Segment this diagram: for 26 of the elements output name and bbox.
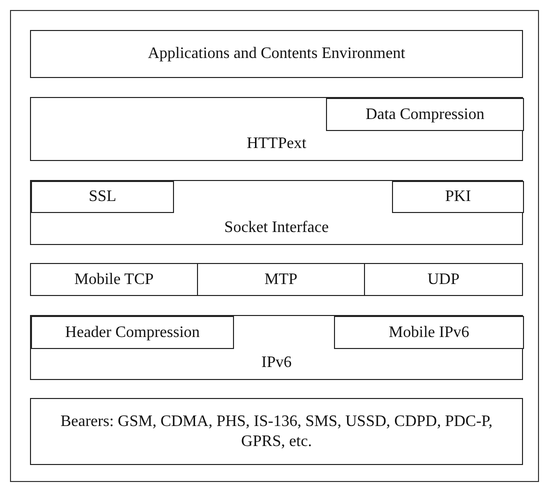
layer-band — [30, 180, 523, 245]
layer-label: Socket Interface — [223, 218, 330, 238]
layer-label: MTP — [264, 270, 298, 290]
layer-band — [30, 315, 523, 380]
layer-label: Bearers: GSM, CDMA, PHS, IS-136, SMS, USSD, CDPD, PDC-P, GPRS, etc. — [59, 412, 494, 452]
layer-label: Applications and Contents Environment — [146, 44, 406, 64]
layer-label: SSL — [88, 187, 118, 207]
layer-band — [30, 97, 523, 161]
layer-label: Mobile IPv6 — [388, 322, 470, 342]
layer-label: Data Compression — [364, 104, 486, 124]
layer-label: Header Compression — [64, 322, 201, 342]
layer-box — [326, 98, 524, 131]
layer-label: PKI — [444, 187, 472, 207]
layer-label: HTTPext — [246, 134, 308, 154]
layer-box — [30, 263, 198, 296]
layer-box — [31, 316, 234, 349]
layer-box — [364, 263, 523, 296]
layer-label: IPv6 — [260, 353, 293, 373]
layer-box — [31, 181, 174, 213]
layer-box — [334, 316, 524, 349]
layer-label: Mobile TCP — [73, 270, 155, 290]
layer-box — [30, 398, 523, 465]
layer-label: UDP — [426, 270, 460, 290]
layer-box — [30, 30, 523, 78]
layer-box — [392, 181, 524, 213]
layer-box — [197, 263, 365, 296]
